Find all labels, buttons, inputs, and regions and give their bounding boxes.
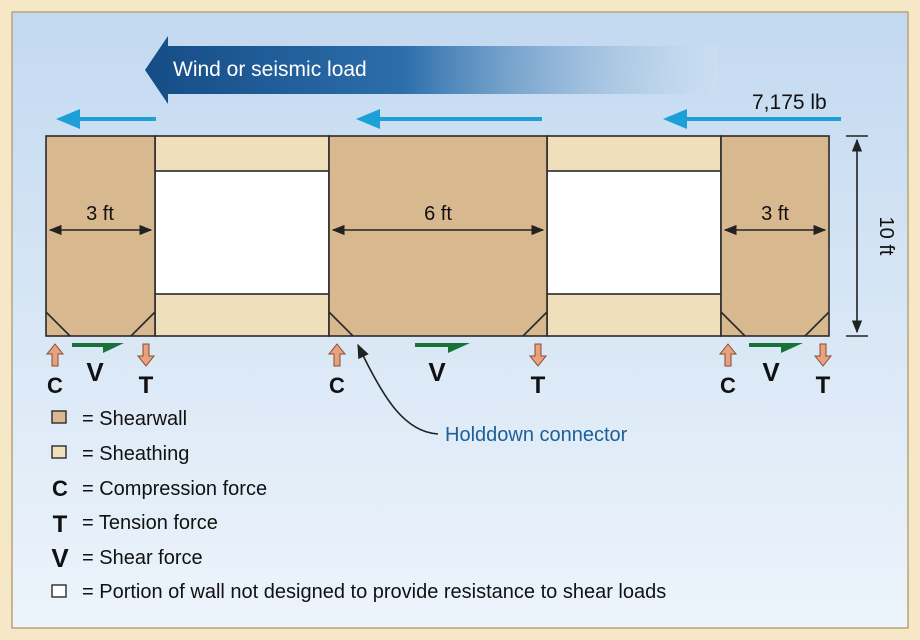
tension-letter-center: T [531, 372, 546, 399]
shear-mark-center [415, 343, 470, 353]
compression-letter-right: C [720, 373, 736, 398]
legend-shearwall-swatch [51, 410, 67, 424]
load-value-label: 7,175 lb [752, 91, 827, 114]
wall-opening-left [154, 170, 330, 295]
legend-shear-text: = Shear force [82, 547, 203, 569]
compression-letter-left: C [47, 373, 63, 398]
tension-letter-right: T [816, 372, 831, 399]
tension-arrow-center [528, 343, 548, 367]
compression-arrow-center [327, 343, 347, 367]
shear-letter-left: V [86, 357, 104, 387]
legend-shear-symbol: V [51, 543, 69, 573]
load-arrow-label: Wind or seismic load [173, 58, 367, 81]
legend-compression-text: = Compression force [82, 478, 267, 500]
compression-arrow-left [45, 343, 65, 367]
load-arrow-right [663, 109, 841, 129]
legend-sheathing-text: = Sheathing [82, 443, 189, 465]
holddown-callout-label: Holddown connector [445, 424, 628, 446]
force-indicators: C V T C V T C V T [45, 343, 833, 399]
tension-letter-left: T [139, 372, 154, 399]
holddown-corners [45, 311, 830, 337]
compression-arrow-right [718, 343, 738, 367]
shearwall-right [720, 135, 830, 337]
shear-mark-left [72, 343, 124, 353]
height-dimension [846, 135, 868, 337]
wall-elevation [45, 135, 830, 337]
shear-letter-center: V [428, 357, 446, 387]
shear-letter-right: V [762, 357, 780, 387]
legend-tension-symbol: T [53, 511, 68, 538]
legend-tension-text: = Tension force [82, 512, 218, 534]
legend-compression-symbol: C [52, 476, 68, 501]
tension-arrow-right [813, 343, 833, 367]
compression-letter-center: C [329, 373, 345, 398]
shear-mark-right [749, 343, 803, 353]
height-label: 10 ft [875, 217, 897, 256]
wall-opening-right [546, 170, 722, 295]
width-label-left: 3 ft [86, 203, 114, 225]
legend: = Shearwall = Sheathing C = Compression … [51, 408, 666, 603]
width-label-right: 3 ft [761, 203, 789, 225]
load-direction-arrow: Wind or seismic load [145, 36, 718, 104]
load-arrow-left [56, 109, 156, 129]
legend-open-swatch [51, 584, 67, 598]
legend-sheathing-swatch [51, 445, 67, 459]
shearwall-center [328, 135, 548, 337]
big-arrow-shape [145, 36, 718, 104]
width-label-center: 6 ft [424, 203, 452, 225]
load-arrow-middle [356, 109, 542, 129]
legend-open-text: = Portion of wall not designed to provid… [82, 581, 666, 603]
holddown-callout-line [357, 343, 439, 435]
tension-arrow-left [136, 343, 156, 367]
legend-shearwall-text: = Shearwall [82, 408, 187, 430]
shearwall-left [45, 135, 156, 337]
applied-load-arrows [56, 109, 841, 129]
